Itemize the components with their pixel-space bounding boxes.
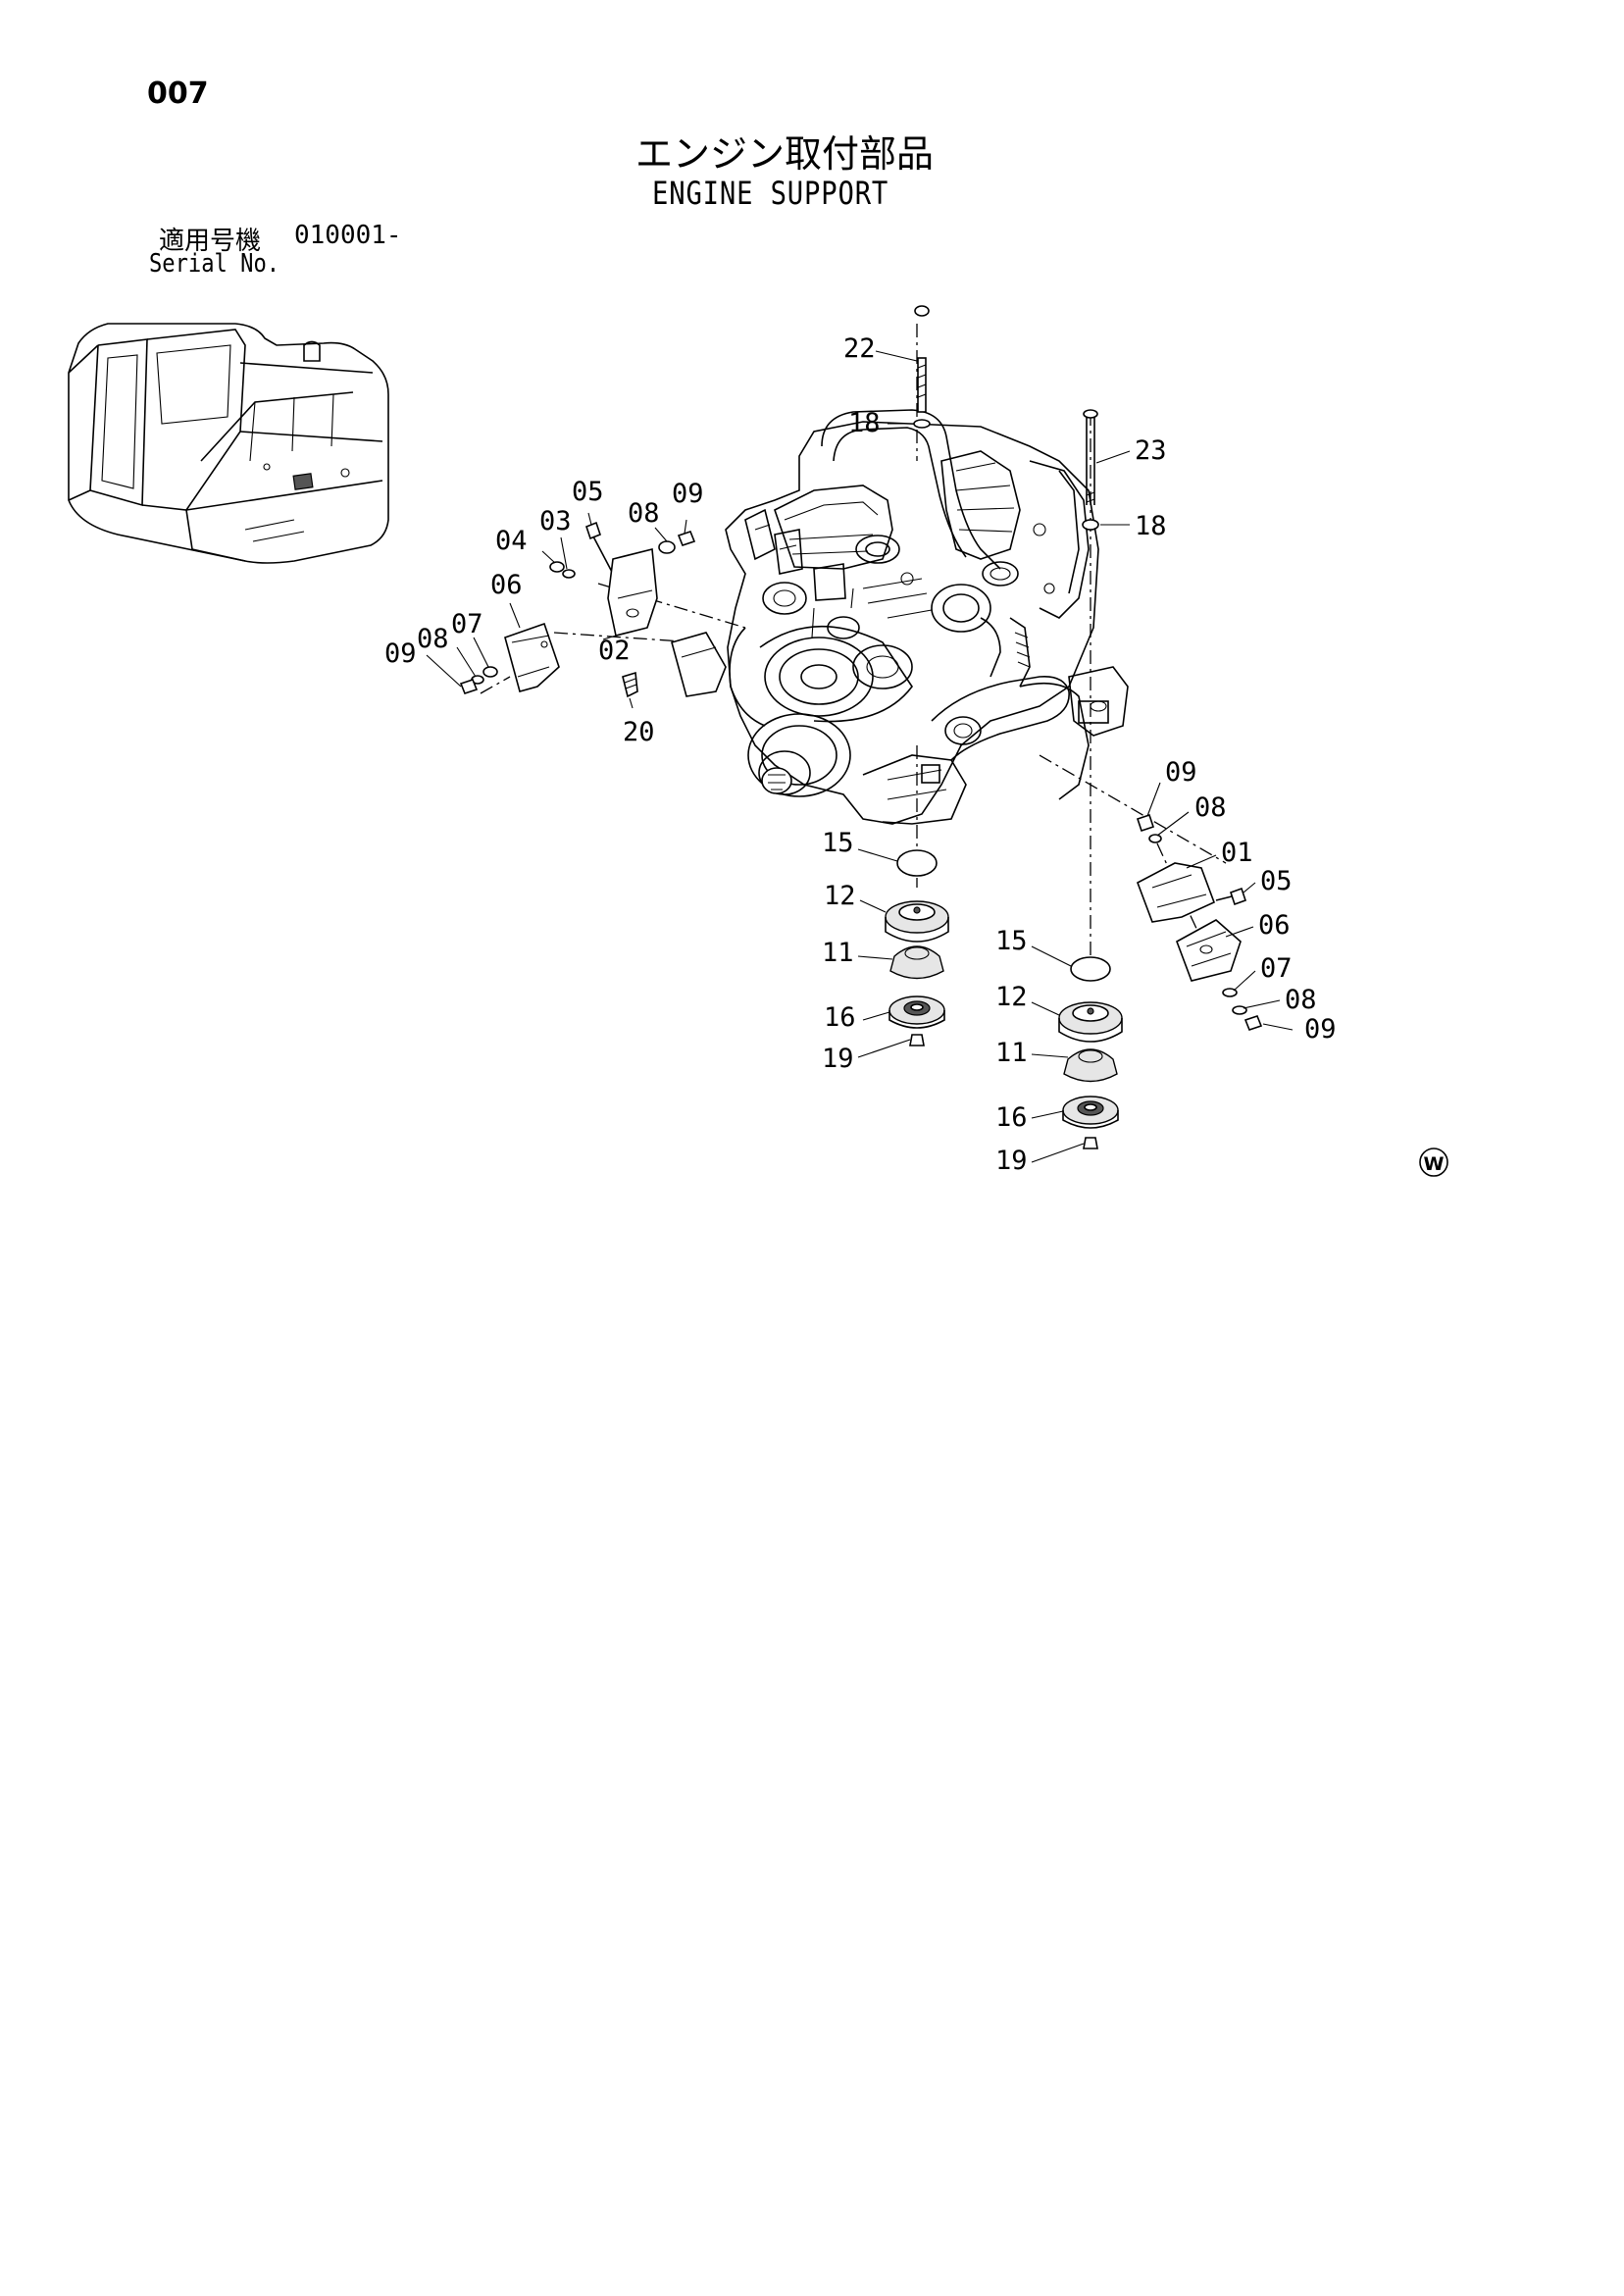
rear-mount-bracket xyxy=(1068,666,1129,737)
bolt-23 xyxy=(1082,409,1099,531)
part-label: 06 xyxy=(1258,910,1291,941)
page-number: 007 xyxy=(147,77,209,111)
left-mount-hardware xyxy=(459,521,727,698)
part-label: 02 xyxy=(598,636,631,666)
part-label: 08 xyxy=(1285,985,1317,1015)
part-label: 22 xyxy=(843,333,876,364)
part-label: 08 xyxy=(417,624,449,654)
part-label: 15 xyxy=(822,828,854,858)
part-label: 07 xyxy=(451,609,483,639)
serial-range: 010001- xyxy=(294,221,402,250)
part-label: 09 xyxy=(672,479,704,509)
bolt-22 xyxy=(913,305,931,429)
part-label: 05 xyxy=(1260,866,1293,896)
circled-w-letter: W xyxy=(1424,1153,1445,1175)
part-label: 16 xyxy=(995,1102,1028,1133)
part-label: 07 xyxy=(1260,953,1293,984)
part-label: 19 xyxy=(995,1146,1028,1176)
part-label: 18 xyxy=(1135,511,1167,541)
part-labels: 22 18 23 18 05 08 09 04 03 06 07 08 09 0… xyxy=(384,333,1337,1176)
part-label: 06 xyxy=(490,570,523,600)
page-title-japanese: エンジン取付部品 xyxy=(635,132,935,176)
right-mount-hardware xyxy=(1136,813,1263,1031)
part-label: 18 xyxy=(848,408,881,438)
serial-label-english: Serial No. xyxy=(149,249,280,279)
part-label: 15 xyxy=(995,926,1028,956)
circled-w-mark: W xyxy=(1419,1148,1448,1177)
part-label: 08 xyxy=(1194,792,1227,823)
engine-assembly xyxy=(725,409,1109,825)
part-label: 12 xyxy=(995,982,1028,1012)
part-label: 23 xyxy=(1135,435,1167,466)
part-label: 09 xyxy=(1304,1014,1337,1045)
serial-label-japanese: 適用号機 xyxy=(159,227,262,256)
part-label: 01 xyxy=(1221,838,1253,868)
part-label: 04 xyxy=(495,526,528,556)
part-label: 16 xyxy=(824,1002,856,1033)
excavator-thumbnail xyxy=(68,323,389,564)
part-label: 05 xyxy=(572,477,604,507)
part-label: 09 xyxy=(384,638,417,669)
part-label: 03 xyxy=(539,506,572,536)
part-label: 11 xyxy=(822,938,854,968)
engine-support-diagram: 22 18 23 18 05 08 09 04 03 06 07 08 09 0… xyxy=(68,305,1448,1177)
right-mount-stack xyxy=(1058,956,1123,1149)
page-title-english: ENGINE SUPPORT xyxy=(652,175,889,212)
leader-lines xyxy=(426,350,1294,1163)
part-label: 11 xyxy=(995,1038,1028,1068)
part-label: 19 xyxy=(822,1044,854,1074)
part-label: 12 xyxy=(824,881,856,911)
part-label: 20 xyxy=(623,717,655,747)
part-label: 09 xyxy=(1165,757,1197,788)
part-label: 08 xyxy=(628,498,660,529)
left-mount-stack xyxy=(885,849,949,1046)
